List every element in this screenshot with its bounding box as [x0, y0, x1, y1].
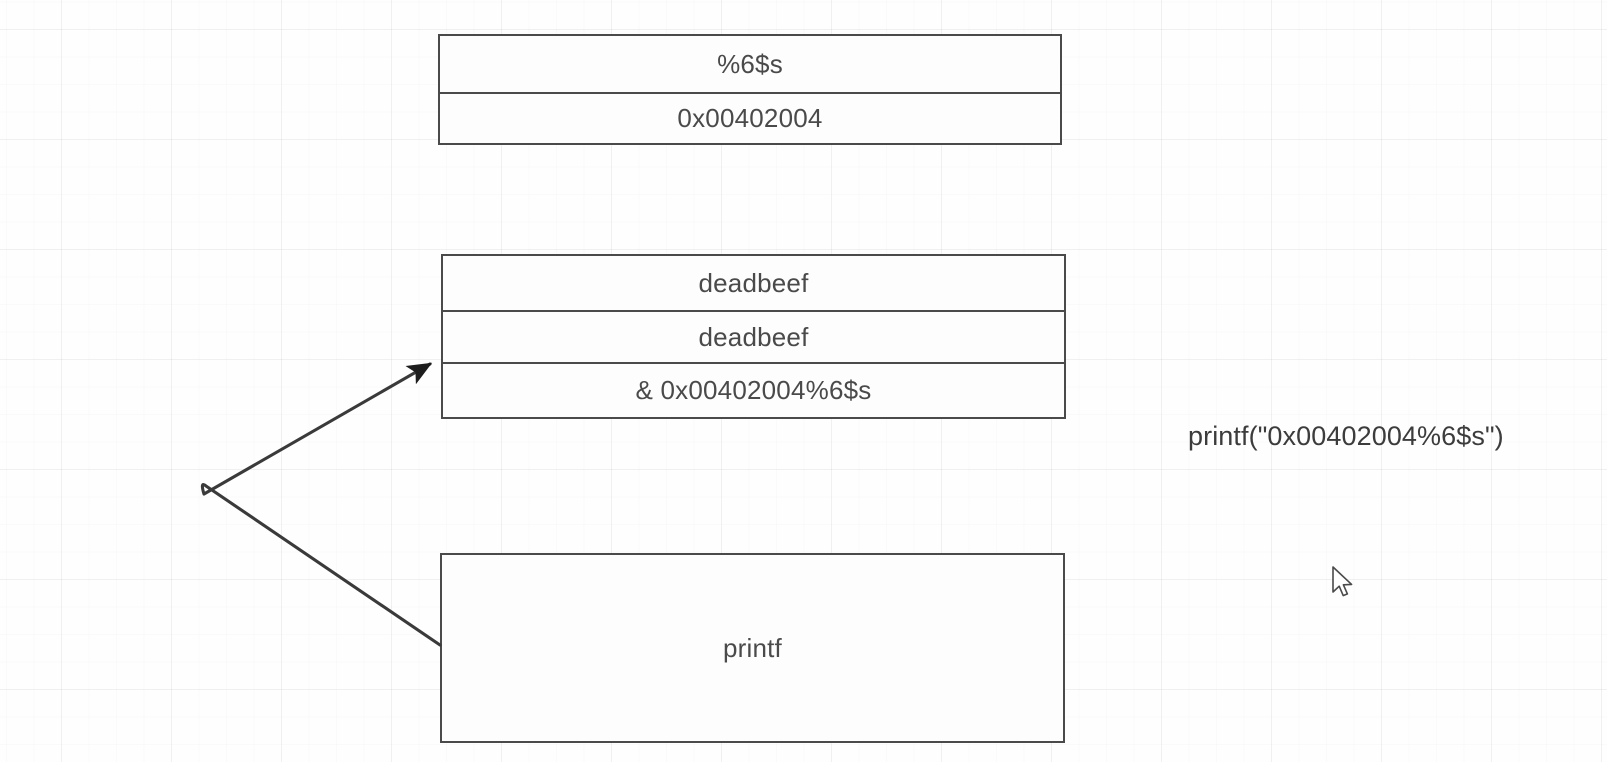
printf-to-stack-arrow — [200, 362, 442, 647]
format-specifier-box[interactable]: %6$s 0x00402004 — [438, 34, 1062, 145]
format-specifier-box-row-0: %6$s — [440, 36, 1060, 92]
printf-call-annotation: printf("0x00402004%6$s") — [1188, 421, 1504, 451]
printf-frame-box[interactable]: printf — [440, 553, 1065, 743]
format-specifier-box-row-1: 0x00402004 — [440, 92, 1060, 142]
stack-box-row-1: deadbeef — [443, 310, 1064, 362]
mouse-cursor — [1332, 566, 1353, 597]
stack-box-row-0: deadbeef — [443, 256, 1064, 310]
stack-box-row-2: & 0x00402004%6$s — [443, 362, 1064, 416]
stack-box[interactable]: deadbeef deadbeef & 0x00402004%6$s — [441, 254, 1066, 419]
printf-frame-box-row-0: printf — [442, 555, 1063, 741]
